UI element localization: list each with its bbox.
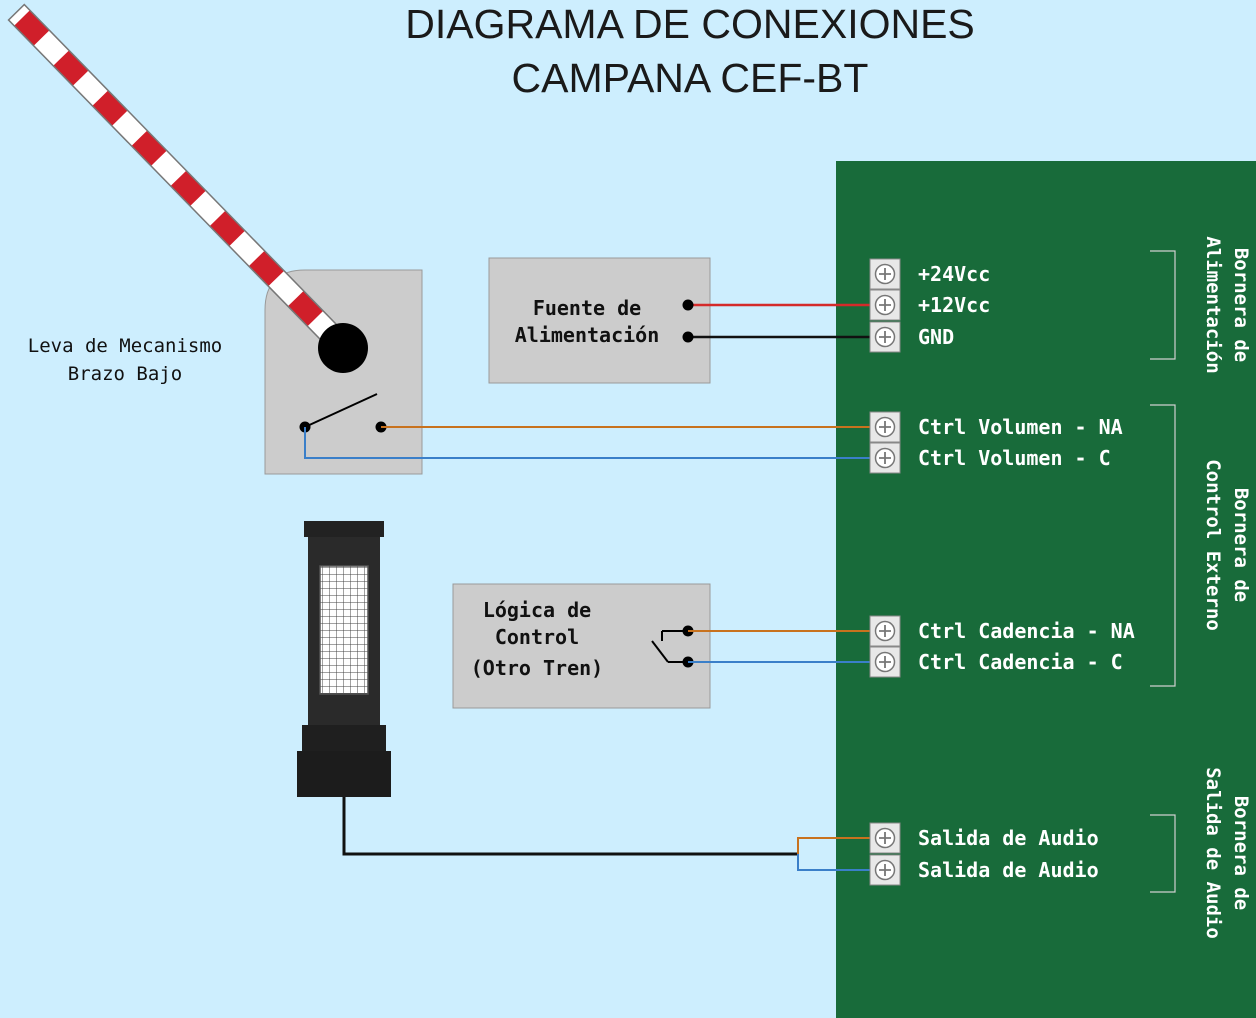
screw-terminal-icon — [869, 289, 901, 321]
group-label-control-line1: Bornera de — [1230, 488, 1252, 602]
control-logic-label-line1: Lógica de — [483, 598, 591, 622]
group-label-audio: Bornera de Salida de Audio — [1202, 767, 1252, 939]
terminal-label-cadence-c: Ctrl Cadencia - C — [918, 650, 1123, 674]
wire-audio-1 — [797, 837, 885, 854]
speaker-icon — [297, 521, 391, 797]
screw-terminal-icon — [869, 615, 901, 647]
screw-terminals — [869, 258, 901, 886]
diagram-title-line1: DIAGRAMA DE CONEXIONES — [405, 1, 975, 47]
terminal-board — [836, 161, 1256, 1018]
power-supply-label-line2: Alimentación — [515, 323, 660, 347]
screw-terminal-icon — [869, 411, 901, 443]
group-label-control-line2: Control Externo — [1202, 459, 1224, 631]
terminal-label-audio-1: Salida de Audio — [918, 826, 1099, 850]
screw-terminal-icon — [869, 646, 901, 678]
group-label-power-line1: Bornera de — [1230, 248, 1252, 362]
control-logic-box — [452, 583, 711, 709]
terminal-label-volume-c: Ctrl Volumen - C — [918, 446, 1111, 470]
terminal-label-cadence-na: Ctrl Cadencia - NA — [918, 619, 1135, 643]
terminal-label-24v: +24Vcc — [918, 262, 990, 286]
group-label-power: Bornera de Alimentación — [1202, 236, 1252, 373]
screw-terminal-icon — [869, 822, 901, 854]
screw-terminal-icon — [869, 854, 901, 886]
control-logic-label-line2: Control — [495, 625, 579, 649]
power-supply-label-line1: Fuente de — [533, 296, 641, 320]
cam-label-line1: Leva de Mecanismo — [28, 335, 222, 357]
group-label-audio-line2: Salida de Audio — [1202, 767, 1224, 939]
diagram-title-line2: CAMPANA CEF-BT — [512, 55, 869, 101]
cam-label-line2: Brazo Bajo — [68, 363, 182, 385]
power-supply-box — [488, 257, 711, 384]
terminal-label-12v: +12Vcc — [918, 293, 990, 317]
terminal-label-audio-2: Salida de Audio — [918, 858, 1099, 882]
terminal-label-volume-na: Ctrl Volumen - NA — [918, 415, 1123, 439]
cam-pivot — [318, 323, 368, 373]
group-label-audio-line1: Bornera de — [1230, 796, 1252, 910]
wires — [304, 299, 885, 871]
wire-audio-cable — [342, 797, 798, 856]
wire-volume-c — [304, 427, 885, 459]
screw-terminal-icon — [869, 321, 901, 353]
group-label-power-line2: Alimentación — [1202, 236, 1224, 373]
group-brackets — [1150, 250, 1176, 893]
terminal-label-gnd: GND — [918, 325, 954, 349]
screw-terminal-icon — [869, 442, 901, 474]
barrier-arm-icon — [7, 3, 351, 355]
screw-terminal-icon — [869, 258, 901, 290]
group-label-control: Bornera de Control Externo — [1202, 459, 1252, 631]
wire-audio-2 — [797, 854, 885, 871]
control-logic-label-line3: (Otro Tren) — [471, 656, 603, 680]
